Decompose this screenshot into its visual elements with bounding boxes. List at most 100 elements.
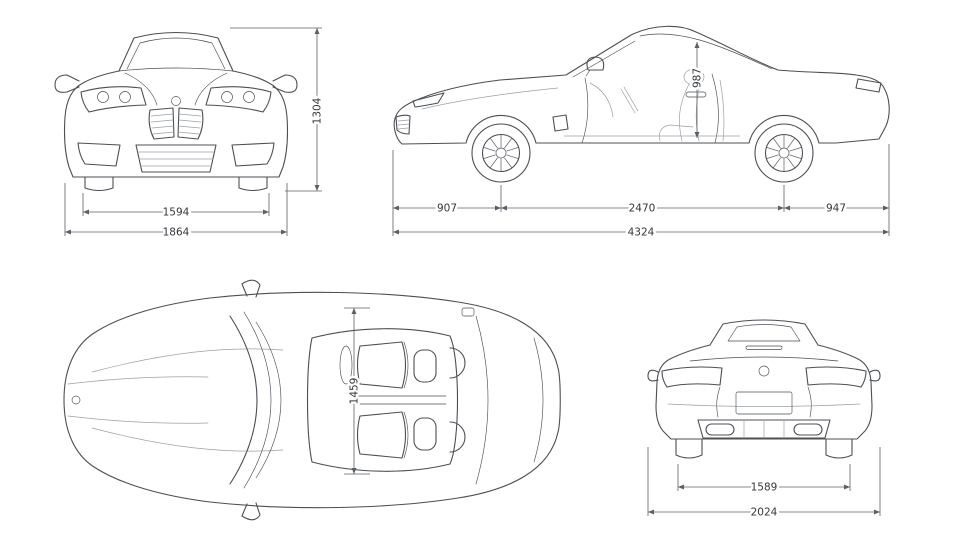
- dim-label-front-track: 1594: [163, 207, 190, 219]
- rear-view: 1589 2024: [647, 319, 881, 521]
- side-headlight: [412, 92, 445, 108]
- rear-body-outline: [655, 344, 873, 440]
- side-fender-vent: [552, 114, 569, 132]
- front-mirror-right: [272, 74, 298, 93]
- side-headrest: [683, 68, 705, 86]
- rear-softtop: [709, 319, 819, 346]
- side-bulkhead: [719, 79, 725, 142]
- top-windshield-glass-edges: [243, 311, 282, 489]
- front-body-outline: [63, 70, 289, 178]
- top-mirror-right: [241, 502, 261, 521]
- front-grille-mesh: [150, 113, 202, 135]
- top-headrest-driver: [413, 349, 437, 383]
- side-softtop-seam: [639, 33, 773, 70]
- side-steering-wheel: [620, 86, 639, 114]
- rear-diffuser: [697, 419, 831, 439]
- top-mirror-left: [241, 279, 261, 298]
- dim-label-front-overhang: 907: [437, 203, 457, 215]
- dim-label-overall-length: 4324: [628, 227, 655, 239]
- top-windshield-frame: [229, 315, 258, 485]
- front-cowl-line: [118, 67, 234, 72]
- rear-brake-light: [745, 345, 783, 350]
- front-mirror-left: [54, 74, 80, 93]
- side-taillight: [855, 78, 882, 93]
- rear-exhaust-left: [705, 423, 735, 436]
- top-center-console: [353, 395, 447, 405]
- top-headrest-passenger: [413, 417, 437, 451]
- side-mirror-arm: [585, 69, 591, 77]
- dim-label-rear-overhang: 947: [826, 203, 846, 215]
- front-wheel-left: [84, 176, 114, 192]
- rear-wheel-left: [675, 438, 703, 459]
- front-kidney-grille-left: [148, 107, 175, 140]
- dim-label-cabin-height: 987: [692, 68, 704, 88]
- dim-front-track: 1594: [82, 193, 270, 221]
- rear-mirror-left: [647, 369, 659, 382]
- rear-roundel-icon: [758, 365, 770, 377]
- top-hood-creases: [67, 348, 284, 452]
- top-fuel-cap: [461, 307, 475, 317]
- rear-bumper-line: [667, 403, 861, 407]
- rear-mirror-right: [869, 369, 881, 382]
- front-roundel-icon: [171, 96, 181, 106]
- dim-front-overall-width: 1864: [64, 183, 288, 241]
- top-rollbar-right: [449, 421, 466, 453]
- top-seat-driver: [356, 341, 407, 389]
- side-door-handle: [685, 91, 707, 98]
- rear-diffuser-fins: [743, 419, 785, 439]
- rear-exhaust-right: [793, 423, 823, 436]
- side-door-cut-front: [581, 77, 589, 144]
- dim-label-wheelbase: 2470: [629, 203, 656, 215]
- dim-label-rear-track: 1589: [751, 482, 778, 494]
- rear-trunk-cuts: [716, 386, 812, 418]
- rear-shoulder-crease: [689, 356, 839, 362]
- front-headlight-left: [80, 86, 147, 113]
- dim-front-height: 1304: [230, 27, 326, 192]
- side-windshield-inner: [572, 40, 636, 78]
- dim-label-front-overall-width: 1864: [163, 227, 190, 239]
- rear-taillight-right: [805, 366, 867, 388]
- rear-wheel-right: [825, 438, 853, 459]
- top-view: 1459: [63, 279, 561, 521]
- side-seat-cushion: [659, 124, 694, 142]
- dim-interior-width: 1459: [344, 307, 370, 475]
- front-side-intake-right: [231, 142, 275, 167]
- side-nose-grille: [395, 114, 411, 135]
- dim-rear-track: 1589: [677, 464, 851, 496]
- top-seatback-driver: [403, 341, 409, 389]
- top-trunk-lid-edge: [475, 315, 489, 485]
- top-rollbar-left: [449, 347, 466, 379]
- dim-label-rear-width-mirrors: 2024: [751, 507, 778, 519]
- top-seatback-passenger: [403, 411, 409, 459]
- front-headlight-right: [205, 86, 272, 113]
- top-body-outline: [63, 291, 561, 509]
- rear-window: [727, 324, 801, 342]
- dim-rear-width-mirrors: 2024: [647, 447, 881, 521]
- side-wheel-rear: [754, 123, 814, 183]
- front-headlamp-ring-icon: [97, 91, 109, 103]
- top-hood-roundel-icon: [71, 395, 81, 405]
- front-hood-creases: [124, 72, 228, 106]
- side-mirror: [586, 56, 605, 71]
- side-door-cut-rear: [711, 73, 719, 144]
- dim-label-front-height: 1304: [312, 97, 324, 124]
- front-headlamp-ring-icon: [119, 91, 131, 103]
- side-dashboard: [589, 82, 614, 118]
- side-nose-grille-slats: [397, 119, 410, 130]
- dim-side-row: 907 2470 947 4324: [392, 144, 890, 241]
- front-headlamp-ring-icon: [221, 91, 233, 103]
- side-hood-crease: [421, 87, 559, 110]
- front-wheel-right: [238, 176, 268, 192]
- front-headlamp-ring-icon: [243, 91, 255, 103]
- front-view: 1594 1864 1304: [54, 27, 326, 241]
- side-wheel-front: [471, 123, 531, 183]
- front-kidney-grille-right: [177, 107, 204, 140]
- dim-label-interior-width: 1459: [349, 378, 361, 405]
- front-center-intake: [135, 144, 217, 173]
- rear-taillight-left: [661, 366, 723, 388]
- front-windshield-frame: [118, 31, 234, 72]
- front-center-intake-mesh: [137, 151, 215, 167]
- side-view: 987 907 2470 947 4324: [392, 25, 890, 241]
